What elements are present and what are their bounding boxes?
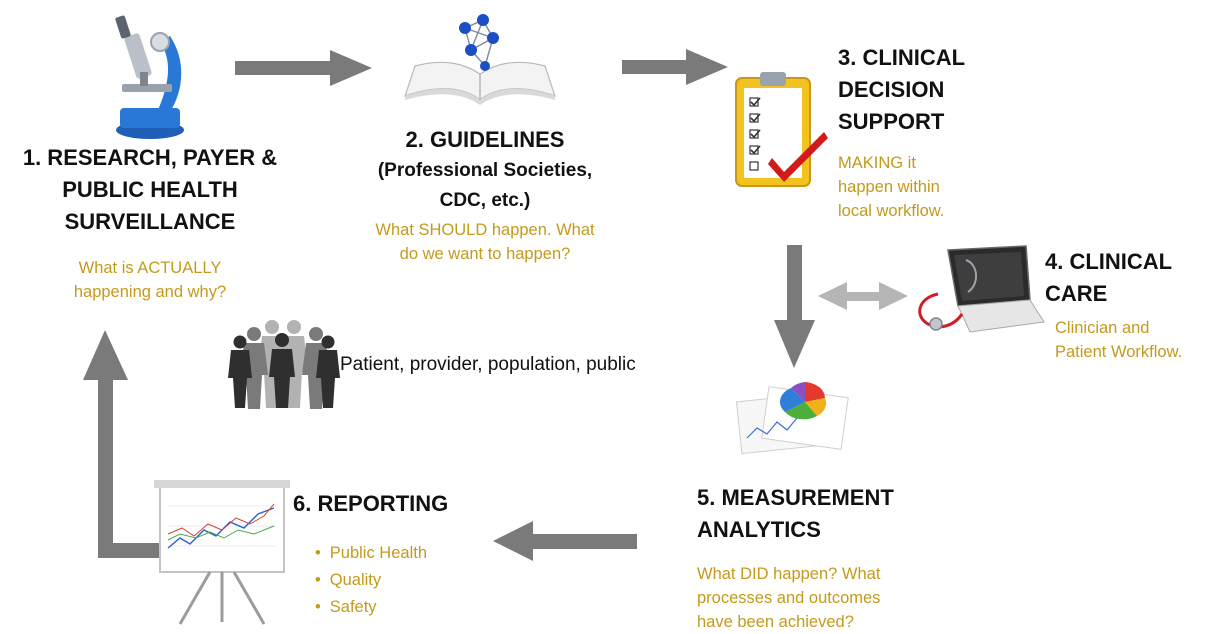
step2-title: 2. GUIDELINES (405, 127, 565, 152)
arrow-cds-care-bidirectional (818, 282, 908, 310)
step1-title-line: PUBLIC HEALTH (62, 177, 238, 202)
step3-title-line: 3. CLINICAL (838, 45, 966, 70)
clipboard-checklist-icon (735, 72, 828, 187)
presentation-easel-icon (154, 480, 290, 625)
step4-caption: Clinician and Patient Workflow. (1055, 316, 1182, 364)
step6-title: 6. REPORTING (293, 491, 449, 516)
open-book-molecule-icon (404, 14, 556, 105)
step2-subtitle-line: (Professional Societies, (377, 160, 593, 181)
step1-subtitle-line: What is ACTUALLY (78, 259, 222, 277)
step5-caption-line: processes and outcomes (697, 589, 881, 607)
step1-title-line: SURVEILLANCE (64, 209, 236, 234)
step3-caption: MAKING it happen within local workflow. (838, 151, 944, 223)
step1-title: 1. RESEARCH, PAYER & PUBLIC HEALTH SURVE… (0, 142, 300, 238)
step5-caption-line: have been achieved? (697, 613, 854, 631)
arrow-reporting-to-research (83, 330, 174, 558)
people-label: Patient, provider, population, public (340, 354, 636, 375)
step5-caption: What DID happen? What processes and outc… (697, 562, 880, 634)
arrow-guidelines-to-cds (622, 49, 728, 85)
arrow-research-to-guidelines (235, 50, 372, 86)
step3-caption-line: local workflow. (838, 202, 945, 220)
step5-title-line: ANALYTICS (697, 517, 821, 542)
step3-title-line: SUPPORT (838, 109, 945, 134)
step4-title: 4. CLINICAL CARE (1045, 246, 1172, 310)
step1-subtitle-line: happening and why? (73, 283, 227, 301)
step2-caption-line: What SHOULD happen. What (375, 221, 595, 239)
step4-caption-line: Patient Workflow. (1055, 343, 1183, 361)
step3-caption-line: happen within (838, 178, 940, 196)
step2-subtitle-line: CDC, etc.) (439, 190, 531, 211)
step5-caption-line: What DID happen? What (697, 565, 881, 583)
step2-caption-line: do we want to happen? (399, 245, 571, 263)
step2-block: 2. GUIDELINES (Professional Societies, C… (340, 124, 630, 266)
pie-chart-report-icon (735, 382, 849, 455)
step5-title-line: 5. MEASUREMENT (697, 485, 894, 510)
step6-bullet-list: Public Health Quality Safety (315, 540, 427, 621)
step4-title-line: 4. CLINICAL (1045, 249, 1173, 274)
step1-title-line: 1. RESEARCH, PAYER & (22, 145, 278, 170)
people-silhouettes-icon (228, 320, 340, 409)
step3-title-line: DECISION (838, 77, 945, 102)
step4-title-line: CARE (1045, 281, 1108, 306)
step3-title: 3. CLINICAL DECISION SUPPORT (838, 42, 965, 138)
step6-bullet: Quality (315, 567, 427, 594)
step3-caption-line: MAKING it (838, 154, 916, 172)
step1-subtitle: What is ACTUALLY happening and why? (0, 256, 300, 304)
arrow-measurement-to-reporting (493, 521, 637, 561)
microscope-icon (115, 15, 184, 139)
step6-bullet: Public Health (315, 540, 427, 567)
step6-bullet: Safety (315, 594, 427, 621)
laptop-stethoscope-icon (918, 245, 1045, 333)
arrow-cds-to-measurement (774, 245, 815, 368)
step4-caption-line: Clinician and (1055, 319, 1150, 337)
step5-title: 5. MEASUREMENT ANALYTICS (697, 482, 894, 546)
